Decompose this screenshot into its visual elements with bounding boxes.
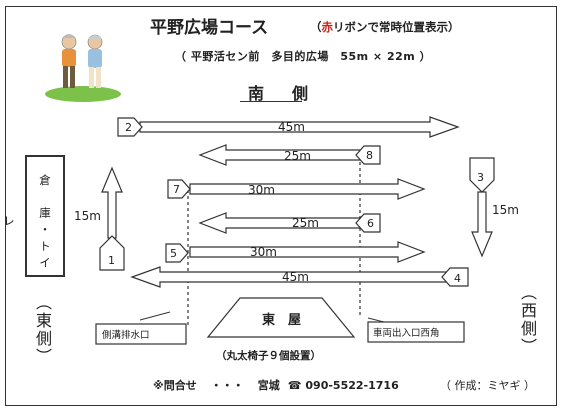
storage-toilet-label: 倉 庫・トイレ bbox=[2, 173, 52, 273]
arrow-5-east bbox=[189, 241, 426, 263]
page-title: 平野広場コース bbox=[150, 18, 269, 38]
west-gate-callout bbox=[367, 321, 465, 343]
distance-1-label: 15m bbox=[74, 209, 101, 223]
arrow-7-east bbox=[189, 178, 426, 200]
contact-dots: ・・・ bbox=[210, 379, 244, 392]
marker-6-label: 6 bbox=[367, 217, 374, 230]
arrow-2-east bbox=[139, 116, 460, 138]
west-gate-label: 車両出入口西角 bbox=[373, 327, 440, 339]
contact-prefix: ※問合せ bbox=[153, 379, 197, 392]
distance-4-label: 45m bbox=[282, 270, 309, 284]
map-frame bbox=[5, 6, 557, 406]
distance-5-label: 30m bbox=[250, 245, 277, 259]
west-gate-leader bbox=[367, 317, 385, 323]
telephone-icon: ☎ bbox=[287, 379, 302, 392]
pavilion-label: 東 屋 bbox=[262, 312, 301, 328]
distance-8-label: 25m bbox=[284, 149, 311, 163]
walking-couple-illustration bbox=[45, 34, 121, 102]
contact-phone: 090-5522-1716 bbox=[305, 379, 399, 392]
author-note: （ 作成：ミヤギ ） bbox=[440, 379, 535, 392]
marker-8-label: 8 bbox=[366, 149, 373, 162]
marker-1-label: 1 bbox=[108, 254, 115, 267]
south-underline bbox=[240, 101, 302, 102]
marker-5 bbox=[165, 243, 189, 263]
distance-3-label: 15m bbox=[492, 203, 519, 217]
east-side-label: （東側） bbox=[33, 294, 52, 366]
marker-7 bbox=[167, 179, 191, 199]
marker-3 bbox=[469, 157, 495, 193]
pavilion bbox=[206, 297, 356, 338]
west-side-label: （西側） bbox=[518, 284, 537, 356]
arrow-4-west bbox=[130, 266, 447, 288]
ribbon-note: （赤リボンで常時位置表示） bbox=[310, 20, 460, 34]
east-drain-leader bbox=[139, 311, 171, 321]
distance-7-label: 30m bbox=[248, 183, 275, 197]
arrow-8-west bbox=[198, 144, 361, 166]
distance-6-label: 25m bbox=[292, 216, 319, 230]
marker-8 bbox=[355, 145, 381, 165]
east-drain-callout bbox=[95, 323, 187, 345]
marker-5-label: 5 bbox=[170, 247, 177, 260]
storage-toilet-box: 倉 庫・トイレ bbox=[2, 155, 65, 277]
arrow-6-west bbox=[198, 212, 361, 234]
arrow-1-north bbox=[101, 166, 123, 239]
marker-7-label: 7 bbox=[173, 183, 180, 196]
arrow-3-south bbox=[471, 191, 493, 258]
east-drain-label: 側溝排水口 bbox=[102, 329, 150, 341]
course-subtitle: （ 平野活セン前 多目的広場 55m × 22m ） bbox=[175, 50, 432, 63]
ribbon-note-red: 赤 bbox=[321, 20, 334, 34]
marker-2-label: 2 bbox=[125, 121, 132, 134]
marker-1 bbox=[99, 235, 125, 271]
pavilion-note: （丸太椅子９個設置） bbox=[216, 350, 321, 362]
contact-name: 宮城 bbox=[257, 379, 280, 392]
marker-4-label: 4 bbox=[454, 272, 461, 285]
contact-line: ※問合せ・・・宮城 ☎090-5522-1716 bbox=[153, 377, 399, 393]
marker-2 bbox=[117, 117, 143, 137]
marker-4 bbox=[441, 267, 469, 287]
distance-2-label: 45m bbox=[278, 120, 305, 134]
marker-6 bbox=[355, 213, 381, 233]
marker-3-label: 3 bbox=[477, 171, 484, 184]
south-side-label: 南 側 bbox=[248, 84, 315, 103]
